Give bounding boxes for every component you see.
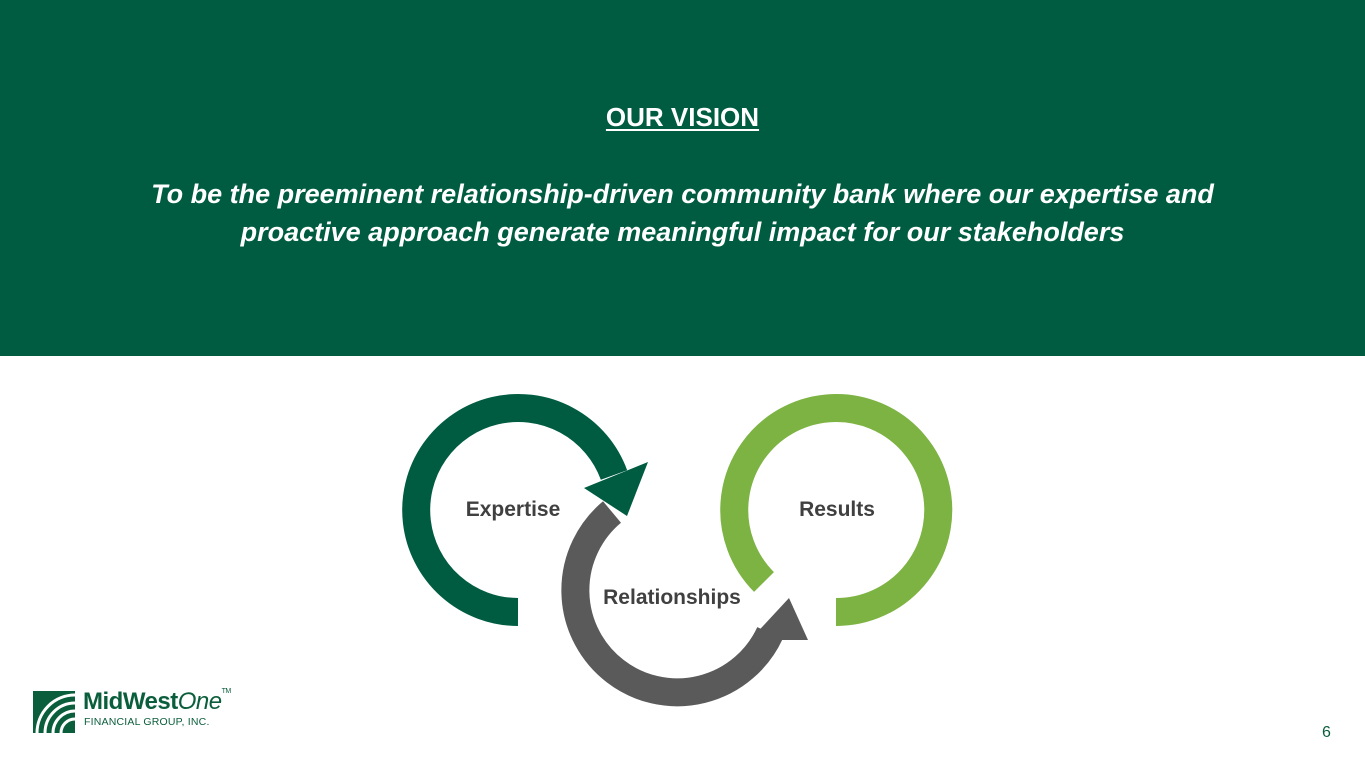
company-logo: MidWestOneTM FINANCIAL GROUP, INC. bbox=[33, 688, 231, 736]
logo-subtitle: FINANCIAL GROUP, INC. bbox=[84, 716, 210, 728]
vision-statement: To be the preeminent relationship-driven… bbox=[0, 175, 1365, 251]
header-band bbox=[0, 0, 1365, 356]
logo-name: MidWestOneTM bbox=[83, 688, 231, 715]
page-title: OUR VISION bbox=[605, 102, 760, 132]
page-number: 6 bbox=[1322, 724, 1331, 741]
label-relationships: Relationships bbox=[603, 586, 741, 609]
label-results: Results bbox=[799, 498, 875, 521]
logo-mark-icon bbox=[33, 691, 76, 734]
results-ring bbox=[720, 394, 953, 626]
label-expertise: Expertise bbox=[466, 498, 561, 521]
expertise-arrow bbox=[402, 394, 648, 626]
relationships-arrow bbox=[561, 501, 808, 707]
vision-line-1: To be the preeminent relationship-driven… bbox=[151, 179, 1214, 209]
vision-line-2: proactive approach generate meaningful i… bbox=[240, 217, 1125, 247]
